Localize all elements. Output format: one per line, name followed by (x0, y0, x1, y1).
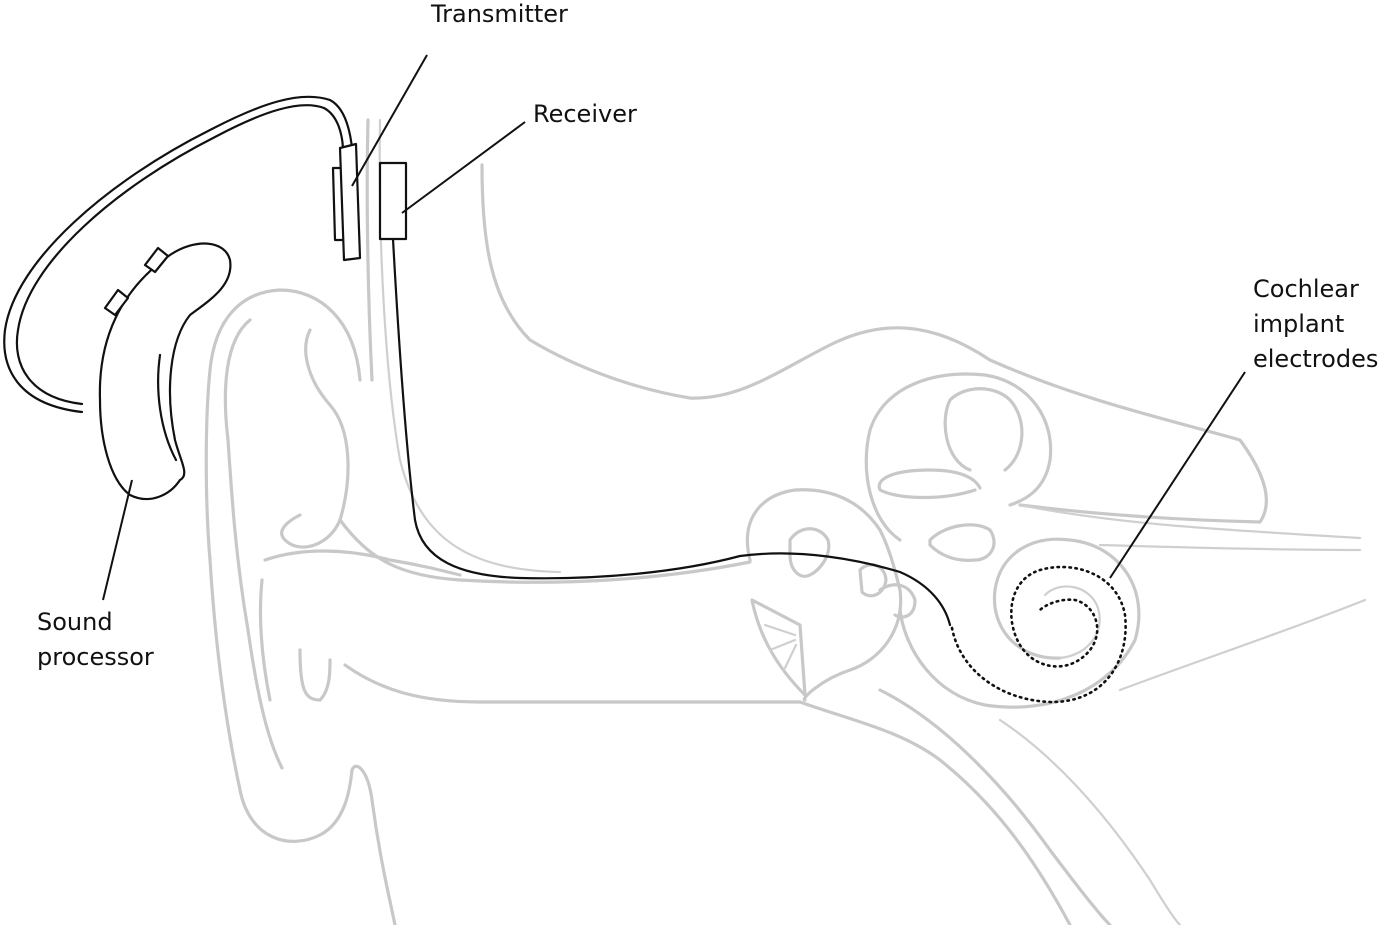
scalp-contour (365, 118, 1269, 524)
bone-line-1 (1018, 503, 1362, 540)
receiver-label: Receiver (533, 97, 637, 132)
semicircular-canal-outer (864, 372, 1053, 542)
receiver-body (378, 161, 408, 241)
pinna-outer (204, 288, 397, 925)
cochlear-label-line-2: implant (1253, 310, 1345, 338)
sound-processor-label: Sound processor (37, 605, 154, 675)
tragus (298, 648, 332, 702)
semicircular-canal-upper (943, 387, 1024, 472)
cochlear-leader (1109, 371, 1246, 579)
transmitter-label-text: Transmitter (431, 0, 568, 28)
electrode-array (950, 565, 1127, 704)
sound-processor-label-line-1: Sound (37, 608, 113, 636)
bone-line-2 (1098, 543, 1362, 552)
transmitter-leader (351, 54, 428, 187)
sound-processor-leader (102, 479, 133, 601)
eardrum-fan (763, 623, 798, 670)
nerve-lower-1 (798, 700, 1072, 925)
nerve-lower-3 (998, 718, 1182, 925)
processor-button-1 (143, 246, 170, 274)
leader-lines (102, 54, 1246, 601)
transmitter-cable-inner (15, 104, 345, 406)
implant-device (3, 95, 1127, 704)
eardrum (750, 598, 807, 697)
ear-canal-upper (338, 518, 752, 584)
receiver-label-text: Receiver (533, 100, 637, 128)
bone-line-3 (1118, 598, 1367, 692)
transmitter-label: Transmitter (431, 0, 568, 32)
cochlear-electrodes-label: Cochlear implant electrodes (1253, 272, 1378, 377)
anatomy-outline (204, 118, 1367, 925)
receiver-leader (401, 121, 526, 214)
semicircular-canal-lateral (877, 468, 982, 500)
transmitter-cable-outer (3, 95, 354, 414)
processor-button-2 (103, 288, 130, 317)
electrode-lead (391, 237, 952, 627)
pinna-helix (223, 318, 284, 770)
middle-ear (745, 488, 903, 702)
transmitter-coil (338, 142, 362, 262)
sound-processor-earhook (157, 353, 178, 462)
antihelix (280, 328, 350, 549)
cochlear-label-line-3: electrodes (1253, 345, 1379, 373)
lobule (258, 578, 272, 702)
ear-canal-lower (343, 663, 802, 704)
nerve-lower-2 (878, 688, 1112, 925)
cochlea-inner (1043, 585, 1101, 660)
cochlea-outer (898, 537, 1141, 709)
sound-processor-label-line-2: processor (37, 643, 154, 671)
cochlear-label-line-1: Cochlear (1253, 275, 1359, 303)
vestibule (928, 523, 996, 562)
concha (263, 549, 462, 577)
